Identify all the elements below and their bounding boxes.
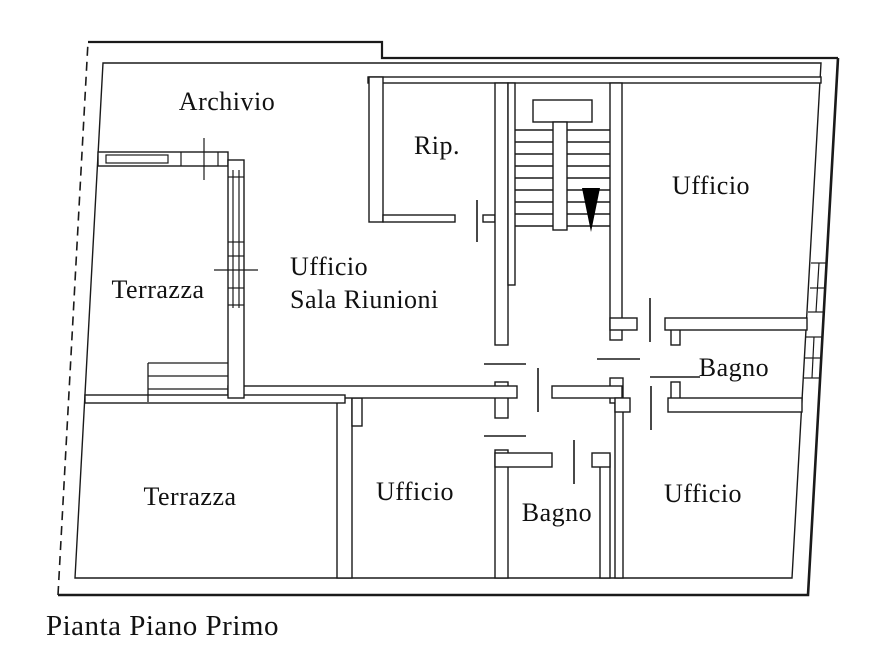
- window-wall-left: [227, 159, 245, 399]
- room-label-rip: Rip.: [413, 131, 461, 160]
- room-label-ufficio-bottom-center: Ufficio: [375, 477, 455, 506]
- stairs-down-arrow-icon: [582, 188, 600, 232]
- staircase: [515, 99, 610, 232]
- room-label-terrazza-upper: Terrazza: [111, 275, 205, 304]
- rip-left-wall: [368, 76, 384, 223]
- windows: [105, 138, 827, 379]
- exterior-walls: [57, 40, 840, 597]
- room-label-sala-riunioni: Ufficio Sala Riunioni: [290, 250, 439, 316]
- room-label-ufficio-top-right: Ufficio: [671, 171, 751, 200]
- terrace-steps: [147, 362, 228, 402]
- door-marks: [476, 200, 700, 484]
- room-label-archivio: Archivio: [178, 87, 276, 116]
- room-label-bagno-bottom: Bagno: [521, 498, 593, 527]
- room-label-terrazza-lower: Terrazza: [143, 482, 237, 511]
- room-label-ufficio-bottom-right: Ufficio: [663, 479, 743, 508]
- room-label-sala-riunioni-line1: Ufficio: [290, 252, 369, 281]
- interior-walls: [84, 76, 822, 579]
- room-label-bagno-right: Bagno: [698, 353, 770, 382]
- room-label-sala-riunioni-line2: Sala Riunioni: [290, 285, 439, 314]
- window-icon: [105, 154, 169, 164]
- plan-caption: Pianta Piano Primo: [46, 610, 279, 642]
